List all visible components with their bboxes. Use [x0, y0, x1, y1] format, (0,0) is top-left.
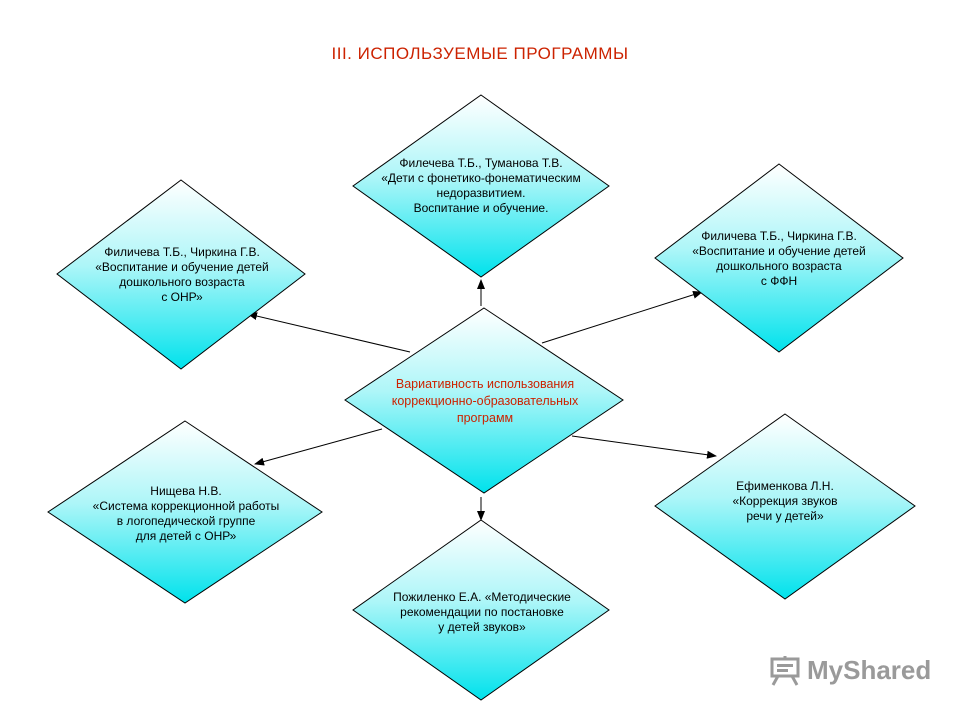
myshared-logo: MyShared — [767, 655, 931, 686]
logo-text: MyShared — [807, 655, 932, 685]
node-upper-right-text: Филичева Т.Б., Чиркина Г.В. «Воспитание … — [692, 229, 866, 288]
diamond-center — [344, 307, 624, 494]
diamond-top — [352, 94, 610, 278]
node-lower-right-text: Ефименкова Л.Н. «Коррекция звуков речи у… — [732, 478, 838, 523]
page-title: III. ИСПОЛЬЗУЕМЫЕ ПРОГРАММЫ — [331, 44, 629, 63]
node-center-text: Вариативность использования коррекционно… — [391, 376, 579, 425]
node-lower-left-text: Нищева Н.В. «Система коррекционной работ… — [92, 484, 280, 543]
presentation-board-icon — [770, 655, 800, 686]
diamond-upper-left — [56, 179, 306, 370]
node-bottom-text: Пожиленко Е.А. «Методические рекомендаци… — [393, 589, 571, 634]
arrow-to-upper-left — [247, 312, 411, 353]
arrow-to-lower-left — [254, 428, 383, 466]
arrow-to-lower-right — [571, 435, 717, 459]
node-upper-left-text: Филичева Т.Б., Чиркина Г.В. «Воспитание … — [95, 245, 269, 304]
arrow-to-upper-right — [541, 290, 703, 344]
node-top-text: Филечева Т.Б., Туманова Т.В. «Дети с фон… — [381, 156, 581, 215]
diamond-bottom — [352, 519, 610, 701]
diamond-upper-right — [654, 163, 904, 353]
diamond-lower-right — [654, 413, 916, 600]
diamond-lower-left — [47, 420, 323, 604]
